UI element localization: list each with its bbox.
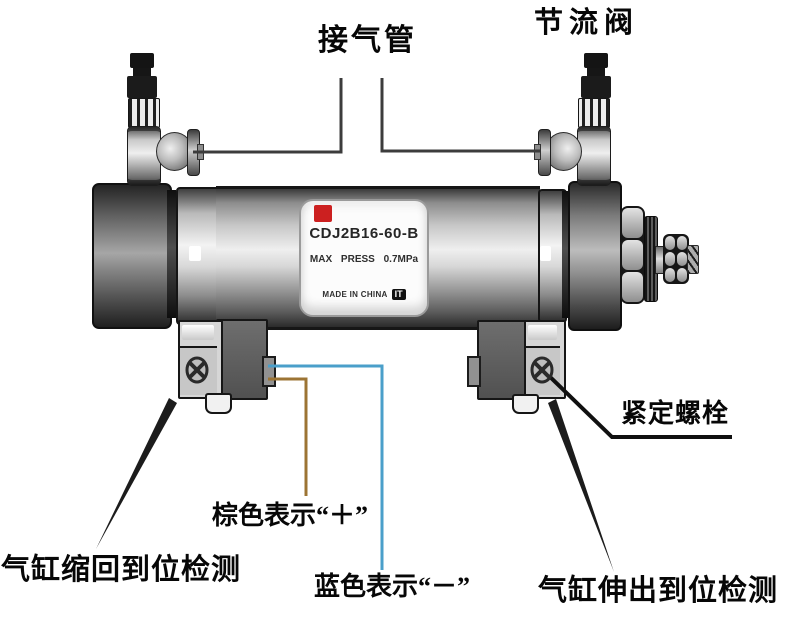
rear-cap-ring (167, 190, 176, 318)
rod-end-nut (663, 234, 689, 284)
brand-logo-icon: IT (391, 289, 406, 300)
label-extend-detect: 气缸伸出到位检测 (538, 575, 779, 607)
right-collar-highlight (540, 246, 551, 261)
mounting-hex-nut (620, 206, 645, 304)
valve-body (577, 126, 611, 186)
retract-arrow-icon (96, 398, 177, 549)
label-brown-wire: 棕色表示“＋” (212, 501, 369, 530)
valve-knurled-ring (578, 98, 610, 128)
extend-screw-plate (526, 346, 560, 395)
label-set-screw: 紧定螺栓 (621, 399, 730, 428)
throttle-valve-right (534, 48, 620, 188)
label-throttle-valve: 节流阀 (534, 7, 640, 39)
valve-lock-block (127, 76, 157, 98)
nameplate-red-mark (314, 205, 332, 222)
valve-knurled-ring (128, 98, 160, 128)
valve-body (127, 126, 161, 186)
cylinder-rear-cap (92, 183, 172, 329)
extend-sensor-body (477, 320, 530, 400)
label-air-pipe: 接气管 (318, 24, 417, 57)
nameplate-origin: MADE IN CHINA (322, 290, 388, 299)
valve-neck (133, 68, 151, 77)
label-retract-detect: 气缸缩回到位检测 (1, 554, 242, 586)
nameplate-model: CDJ2B16-60-B (309, 225, 419, 242)
valve-lock-block (581, 76, 611, 98)
tube-stub (197, 144, 204, 160)
rod-cap-ring (562, 191, 569, 318)
bracket-clamp-highlight (528, 325, 557, 340)
brown-wire (268, 377, 308, 496)
air-pipe-leader-left (193, 78, 343, 154)
label-blue-wire: 蓝色表示“－” (314, 572, 471, 601)
retract-sensor-cable-connector (262, 356, 276, 387)
cylinder-rod-cap (568, 181, 622, 331)
rod-thread-tip (687, 245, 699, 274)
valve-knob-icon (584, 53, 608, 68)
bracket-clamp-highlight (182, 325, 214, 340)
retract-screw-plate (180, 346, 217, 395)
nameplate-origin-row: MADE IN CHINA IT (301, 289, 427, 300)
extend-sensor-cable-connector (467, 356, 481, 387)
valve-knob-icon (130, 53, 154, 68)
blue-wire (268, 364, 384, 570)
left-collar-highlight (189, 246, 201, 261)
retract-sensor-body (216, 319, 268, 400)
retract-sensor-tab (205, 393, 232, 414)
nameplate-pressure: MAX PRESS 0.7MPa (309, 254, 419, 265)
air-pipe-leader-right (380, 78, 540, 153)
throttle-valve-left (118, 48, 204, 188)
extend-sensor-tab (512, 394, 539, 414)
tube-stub (534, 144, 541, 160)
extend-arrow-icon (548, 399, 614, 572)
cylinder-nameplate: CDJ2B16-60-B MAX PRESS 0.7MPa MADE IN CH… (299, 199, 429, 317)
valve-elbow (156, 132, 193, 171)
